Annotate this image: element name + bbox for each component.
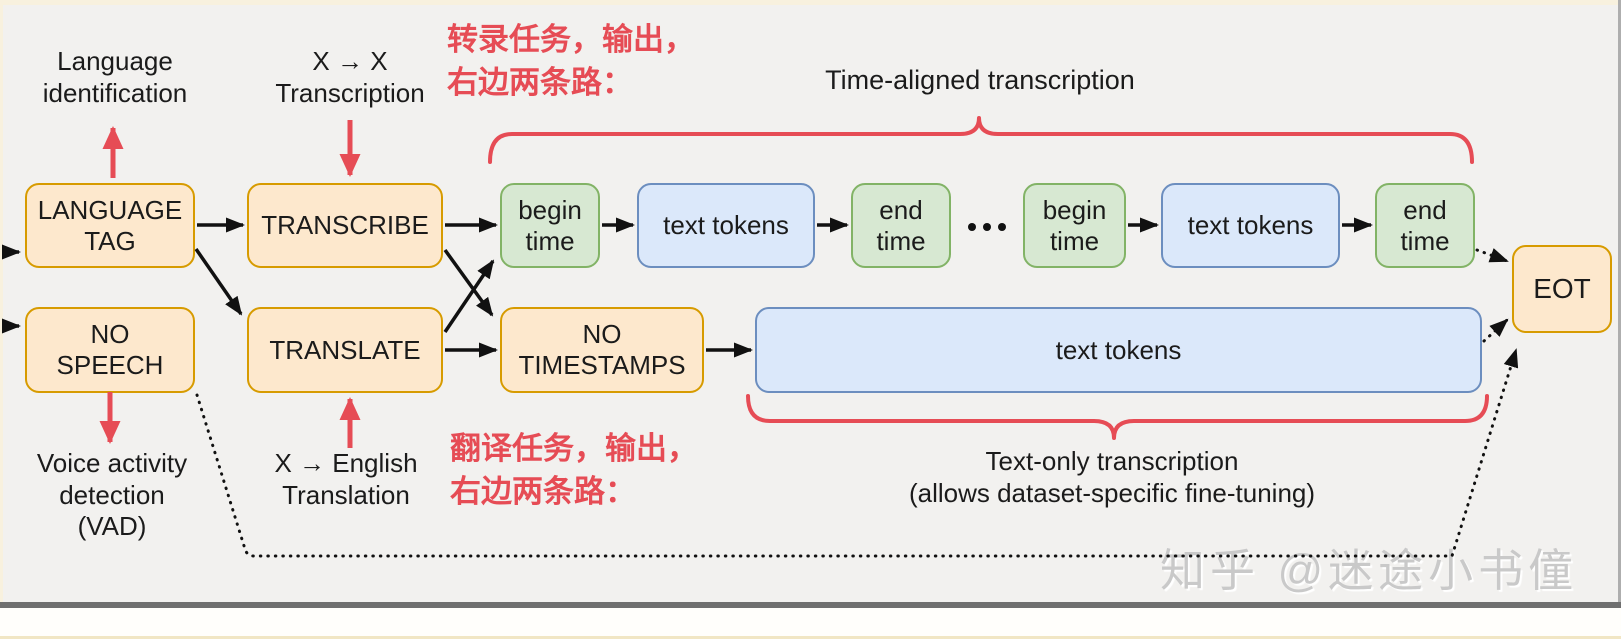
node-begin-time-2: begin time [1023,183,1126,268]
brace-text-only [746,394,1489,440]
label-text-only-line1: Text-only transcription [985,446,1239,476]
label-language-identification: Language identification [42,46,188,108]
bottom-white-band [0,608,1621,636]
ellipsis-dot [998,223,1006,231]
ellipsis-dot [968,223,976,231]
arrow-language-tag-to-translate [194,248,243,316]
node-transcribe: TRANSCRIBE [247,183,443,268]
red-arrows [99,120,361,448]
ellipsis-dot [983,223,991,231]
arrow-translate-to-begin-time [443,259,495,333]
label-text-only-line2: (allows dataset-specific fine-tuning) [908,477,1316,508]
node-text-tokens-1: text tokens [637,183,815,268]
label-cn-transcription-task-line1: 转录任务，输出， [447,22,695,57]
bottom-cream-line [0,636,1621,639]
node-eot: EOT [1512,245,1612,333]
top-border-strip [0,0,1621,5]
label-cn-translation-task-line1: 翻译任务，输出， [450,431,698,466]
label-x-english-translation: X → English Translation [274,448,418,510]
left-border-strip [0,0,3,639]
label-xx-transcription: X → X Transcription [275,46,425,108]
node-begin-time-1: begin time [500,183,600,268]
arrow-transcribe-to-no-timestamps [443,248,494,317]
node-end-time-1: end time [851,183,951,268]
right-border-strip [1618,0,1621,605]
node-translate: TRANSLATE [247,307,443,393]
label-cn-translation-task-line2: 右边两条路： [450,474,636,509]
bottom-divider-bar [0,602,1621,608]
dotted-arrow-text-tokens-to-eot [1482,318,1509,343]
label-time-aligned-transcription: Time-aligned transcription [825,65,1135,95]
dotted-arrow-end2-to-eot [1475,248,1509,263]
node-text-tokens-full: text tokens [755,307,1482,393]
label-voice-activity-detection: Voice activity detection (VAD) [36,448,188,542]
brace-time-aligned [488,116,1474,164]
label-text-only-transcription: Text-only transcription (allows dataset-… [909,446,1315,509]
node-end-time-2: end time [1375,183,1475,268]
node-language-tag: LANGUAGE TAG [25,183,195,268]
node-no-speech: NO SPEECH [25,307,195,393]
node-no-timestamps: NO TIMESTAMPS [500,307,704,393]
node-text-tokens-2: text tokens [1161,183,1340,268]
label-cn-transcription-task-line2: 右边两条路： [447,65,633,100]
watermark-text: 知乎 @迷途小书僮 [1160,545,1579,596]
ellipsis-dots [968,223,1006,231]
